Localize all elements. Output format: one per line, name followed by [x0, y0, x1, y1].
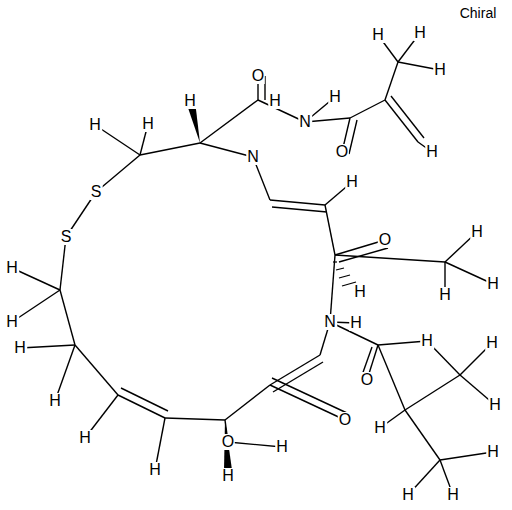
atom-label: H [371, 27, 385, 43]
atom-label: H [425, 144, 439, 160]
atom-label: H [345, 174, 359, 190]
atom-label: H [221, 468, 235, 484]
hashed-wedge [333, 262, 356, 286]
atom-label: H [373, 420, 387, 436]
atom-label: H [328, 89, 342, 105]
atom-label: H [141, 116, 155, 132]
atom-label: S [60, 229, 73, 245]
atom-label: H [446, 487, 460, 503]
atom-label: S [90, 184, 103, 200]
atom-label: N [323, 314, 337, 330]
atom-label: H [183, 93, 197, 109]
chiral-flag: Chiral [459, 6, 498, 20]
atom-label: H [486, 444, 500, 460]
atom-label: N [246, 149, 260, 165]
atom-label: H [13, 340, 27, 356]
atom-label: H [5, 314, 19, 330]
atom-label: H [470, 224, 484, 240]
atom-label: O [360, 372, 374, 388]
atom-label: H [48, 393, 62, 409]
atom-label: H [268, 93, 282, 109]
atom-label: H [275, 439, 289, 455]
atom-label: H [438, 287, 452, 303]
atom-label: H [353, 284, 367, 300]
atom-label: H [88, 117, 102, 133]
atom-label: H [148, 462, 162, 478]
atom-label: H [349, 315, 363, 331]
atom-label: H [485, 335, 499, 351]
atom-label: O [378, 232, 392, 248]
atom-label: H [420, 333, 434, 349]
atom-label: O [251, 68, 265, 84]
atom-label: H [78, 430, 92, 446]
atom-label: N [298, 114, 312, 130]
wedge-bonds [186, 101, 232, 470]
atom-label: H [486, 276, 500, 292]
atom-label: H [488, 397, 502, 413]
atom-label: H [401, 487, 415, 503]
bond-lines [12, 33, 495, 495]
atom-label: O [221, 434, 235, 450]
atom-label: H [5, 260, 19, 276]
atom-label: O [335, 144, 349, 160]
atom-label: O [338, 412, 352, 428]
atom-label: H [413, 25, 427, 41]
atom-label: H [433, 62, 447, 78]
